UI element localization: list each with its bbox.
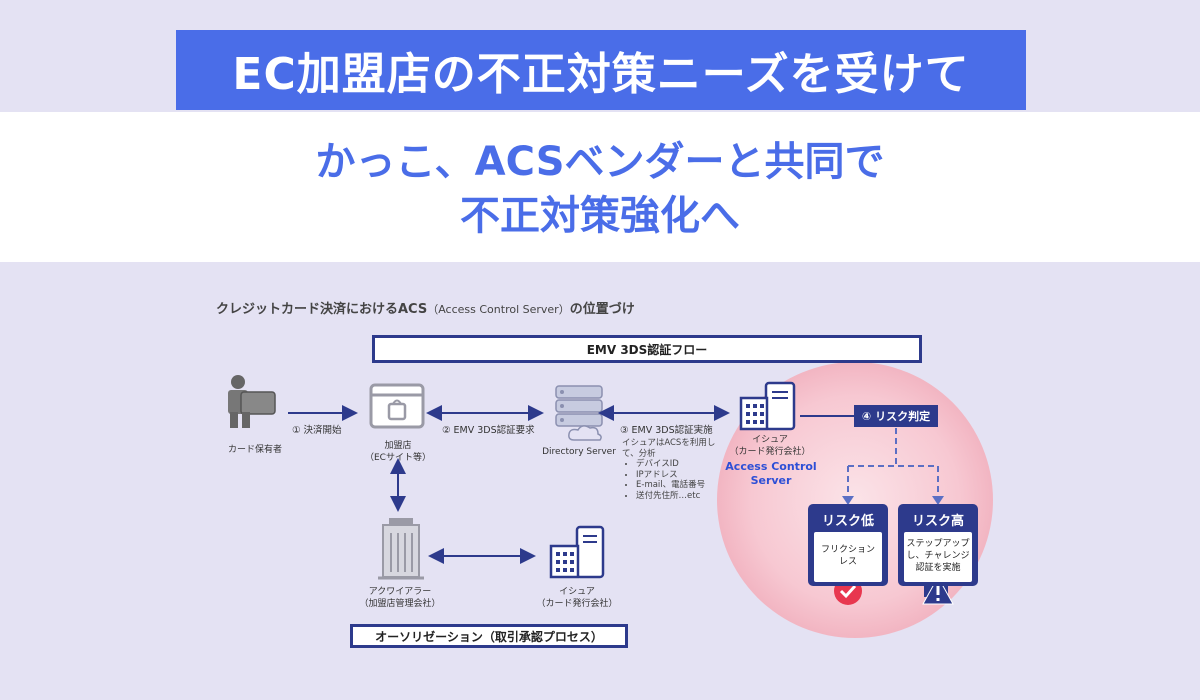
issuer-bottom-line-1: イシュア [559, 587, 595, 597]
risk-high-screen [904, 532, 972, 582]
risk-high-line-1: ステップアップ [906, 539, 970, 549]
details-item: IPアドレス [636, 470, 715, 481]
risk-low-monitor: リスク低 フリクション レス [808, 504, 888, 586]
risk-high-monitor: リスク高 ステップアップ し、チャレンジ 認証を実施 [898, 504, 978, 586]
dashed-risk-branches [847, 428, 939, 500]
risk-low-line-2: レス [838, 557, 857, 567]
issuer-bottom-line-2: （カード発行会社） [536, 599, 618, 609]
risk-judgement-tag: ④ リスク判定 [854, 405, 938, 427]
issuer-top-building-icon [739, 381, 796, 431]
analysis-details: イシュアはACSを利用し て、分析 デバイスID IPアドレス E-mail、電… [622, 438, 715, 501]
issuer-top-line-1: イシュア [752, 435, 788, 445]
heading-main: クレジットカード決済におけるACS [216, 302, 428, 317]
flow-bottom-box: オーソリゼーション（取引承認プロセス） [350, 624, 628, 648]
subtitle-line-1: かっこ、ACSベンダーと共同で [315, 139, 885, 185]
issuer-top-label: イシュア （カード発行会社） [720, 434, 820, 458]
merchant-line-1: 加盟店 [384, 441, 412, 451]
acs-line-1: Access Control [725, 460, 817, 473]
cardholder-icon [228, 375, 276, 428]
risk-high-line-3: 認証を実施 [915, 563, 961, 573]
details-item: 送付先住所…etc [636, 491, 715, 502]
details-list: デバイスID IPアドレス E-mail、電話番号 送付先住所…etc [622, 459, 715, 501]
banner-title: EC加盟店の不正対策ニーズを受けて [232, 49, 970, 100]
acs-line-2: Server [750, 474, 792, 487]
risk-high-line-2: し、チャレンジ [906, 551, 970, 561]
risk-low-title: リスク低 [821, 514, 874, 529]
details-item: E-mail、電話番号 [636, 480, 715, 491]
merchant-label: 加盟店 （ECサイト等） [348, 440, 448, 464]
details-intro-1: イシュアはACSを利用し [622, 438, 716, 448]
step2-label: ② EMV 3DS認証要求 [442, 425, 535, 436]
merchant-browser-icon [369, 383, 425, 429]
issuer-bottom-label: イシュア （カード発行会社） [527, 586, 627, 610]
acquirer-line-2: （加盟店管理会社） [359, 599, 441, 609]
flow-top-box: EMV 3DS認証フロー [372, 335, 922, 363]
details-item: デバイスID [636, 459, 715, 470]
details-intro-2: て、分析 [622, 448, 656, 459]
heading-paren: （Access Control Server） [427, 303, 570, 316]
acquirer-label: アクワイアラー （加盟店管理会社） [350, 586, 450, 610]
step3-label: ③ EMV 3DS認証実施 [620, 425, 713, 436]
acquirer-line-1: アクワイアラー [368, 587, 432, 597]
merchant-line-2: （ECサイト等） [365, 453, 431, 463]
warning-badge-icon [922, 575, 954, 605]
acquirer-building-icon [378, 518, 424, 580]
diagram-heading: クレジットカード決済におけるACS（Access Control Server）… [216, 298, 635, 317]
directory-label: Directory Server [542, 447, 616, 457]
cardholder-label: カード保有者 [227, 445, 282, 455]
title-banner: EC加盟店の不正対策ニーズを受けて [176, 30, 1026, 110]
risk-high-title: リスク高 [911, 514, 964, 529]
subtitle-line-2: 不正対策強化へ [460, 193, 740, 239]
acs-label: Access Control Server [716, 460, 826, 488]
issuer-top-line-2: （カード発行会社） [729, 447, 811, 457]
risk-low-screen [814, 532, 882, 582]
subtitle-band [0, 112, 1200, 262]
heading-tail: の位置づけ [569, 302, 635, 317]
flow-bottom-label: オーソリゼーション（取引承認プロセス） [375, 629, 603, 644]
directory-server-icon [555, 385, 603, 441]
risk-low-line-1: フリクション [820, 545, 875, 555]
issuer-bottom-building-icon [549, 525, 605, 579]
flow-top-label: EMV 3DS認証フロー [586, 342, 708, 357]
step1-label: ① 決済開始 [292, 425, 342, 436]
